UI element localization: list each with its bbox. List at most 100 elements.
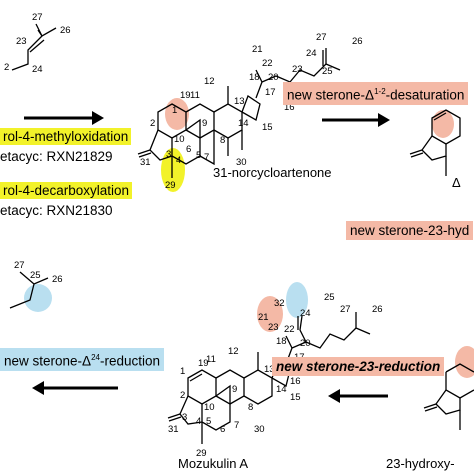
compound-name-bottom-right-partial: 23-hydroxy- xyxy=(386,456,455,471)
atom-num: 6 xyxy=(220,424,225,435)
atom-num: 9 xyxy=(202,118,207,129)
atom-numbers: 27 26 23 24 2 21 22 20 18 24 23 27 26 25… xyxy=(4,12,383,459)
atom-num: 24 xyxy=(300,308,311,319)
atom-num: 14 xyxy=(238,118,249,129)
atom-num: 30 xyxy=(236,157,247,168)
highlight-c1-c2 xyxy=(165,98,189,130)
atom-num: 2 xyxy=(4,62,9,73)
label-part: new sterone- xyxy=(4,353,83,369)
atom-num: 20 xyxy=(268,72,279,83)
atom-num: 27 xyxy=(32,12,43,23)
atom-num: 18 xyxy=(249,72,260,83)
metacyc-id-1: etacyc: RXN21829 xyxy=(0,149,113,164)
compound-name-top-right-partial: Δ xyxy=(452,175,461,190)
atom-num: 31 xyxy=(168,424,179,435)
reaction-label-23-hydroxylation: new sterone-23-hyd xyxy=(346,221,474,240)
delta-position: 24 xyxy=(91,353,100,362)
arrows xyxy=(24,111,390,403)
bond-lines xyxy=(9,23,474,444)
atom-num: 17 xyxy=(265,87,276,98)
atom-num: 1 xyxy=(180,366,185,377)
atom-num: 1 xyxy=(172,105,177,116)
arrow-left-2-head xyxy=(32,381,44,395)
reaction-label-delta24-reduction: new sterone-Δ24-reduction xyxy=(0,348,165,371)
atom-num: 25 xyxy=(322,66,333,77)
atom-num: 24 xyxy=(32,64,43,75)
atom-num: 5 xyxy=(196,150,201,161)
atom-num: 7 xyxy=(234,420,239,431)
delta-symbol: Δ xyxy=(365,87,375,103)
atom-num: 31 xyxy=(140,157,151,168)
atom-num: 2 xyxy=(180,390,185,401)
atom-num: 10 xyxy=(174,134,185,145)
atom-num: 20 xyxy=(300,338,311,349)
atom-num: 24 xyxy=(306,48,317,59)
atom-num: 11 xyxy=(206,354,216,365)
atom-num: 13 xyxy=(234,96,245,107)
atom-num: 25 xyxy=(30,270,41,281)
reaction-label-4-methyloxidation: rol-4-methyloxidation xyxy=(0,128,132,145)
atom-num: 3 xyxy=(166,149,171,160)
delta-symbol: Δ xyxy=(82,353,92,369)
atom-num: 4 xyxy=(176,155,181,166)
atom-num: 8 xyxy=(220,135,225,146)
label-part: -reduction xyxy=(99,353,161,369)
atom-num: 16 xyxy=(290,376,301,387)
label-part: new sterone-23-hyd xyxy=(350,223,470,238)
atom-num: 21 xyxy=(258,312,269,323)
atom-num: 8 xyxy=(248,402,253,413)
atom-num: 21 xyxy=(252,44,263,55)
atom-num: 15 xyxy=(290,392,301,403)
atom-num: 14 xyxy=(276,384,287,395)
arrow-left-1-head xyxy=(328,389,340,403)
atom-num: 29 xyxy=(165,180,176,191)
atom-num: 16 xyxy=(284,102,295,113)
atom-num: 22 xyxy=(284,324,295,335)
atom-num: 32 xyxy=(274,298,285,309)
compound-name-bottom: Mozukulin A xyxy=(178,456,249,471)
atom-num: 30 xyxy=(254,424,265,435)
atom-num: 23 xyxy=(268,322,279,333)
atom-num: 27 xyxy=(316,32,327,43)
highlight-c4-methyl xyxy=(161,148,185,192)
atom-num: 3 xyxy=(182,412,187,423)
arrow-right-2-head xyxy=(378,113,390,127)
atom-num: 19 xyxy=(198,358,209,369)
atom-num: 12 xyxy=(204,76,215,87)
metacyc-id-2: etacyc: RXN21830 xyxy=(0,203,113,218)
atom-num: 29 xyxy=(196,448,207,459)
atom-num: 23 xyxy=(292,64,303,75)
highlight-right-c1-c2 xyxy=(432,110,454,138)
reaction-label-text: rol-4-methyloxidation xyxy=(3,129,129,144)
atom-num: 6 xyxy=(186,144,191,155)
label-part: new sterone-23-reduction xyxy=(276,359,441,374)
atom-num: 26 xyxy=(60,25,71,36)
atom-num: 26 xyxy=(352,36,363,47)
atom-num: 5 xyxy=(206,416,211,427)
reaction-label-23-reduction: new sterone-23-reduction xyxy=(272,357,445,376)
atom-num: 27 xyxy=(340,304,351,315)
atom-num: 7 xyxy=(204,152,209,163)
atom-num: 18 xyxy=(276,336,287,347)
atom-num: 2 xyxy=(150,118,155,129)
atom-num: 27 xyxy=(14,260,25,271)
highlight-c24-c25 xyxy=(286,282,308,318)
label-part: new sterone- xyxy=(287,87,366,103)
atom-num: 22 xyxy=(262,58,273,69)
atom-num: 13 xyxy=(264,364,275,375)
atom-num: 26 xyxy=(372,304,383,315)
delta-position: 1-2 xyxy=(374,87,386,96)
atom-num: 25 xyxy=(324,292,335,303)
label-part: -desaturation xyxy=(385,87,465,103)
atom-num: 15 xyxy=(262,122,273,133)
highlight-right-bottom xyxy=(455,346,474,378)
atom-num: 11 xyxy=(190,90,200,101)
atom-num: 10 xyxy=(204,402,215,413)
reaction-label-desaturation: new sterone-Δ1-2-desaturation xyxy=(283,82,469,105)
atom-num: 26 xyxy=(52,274,63,285)
highlight-left-c24 xyxy=(24,284,52,312)
atom-num: 19 xyxy=(180,90,191,101)
highlight-c23-ketone xyxy=(257,296,283,332)
arrow-right-1-head xyxy=(92,111,104,125)
